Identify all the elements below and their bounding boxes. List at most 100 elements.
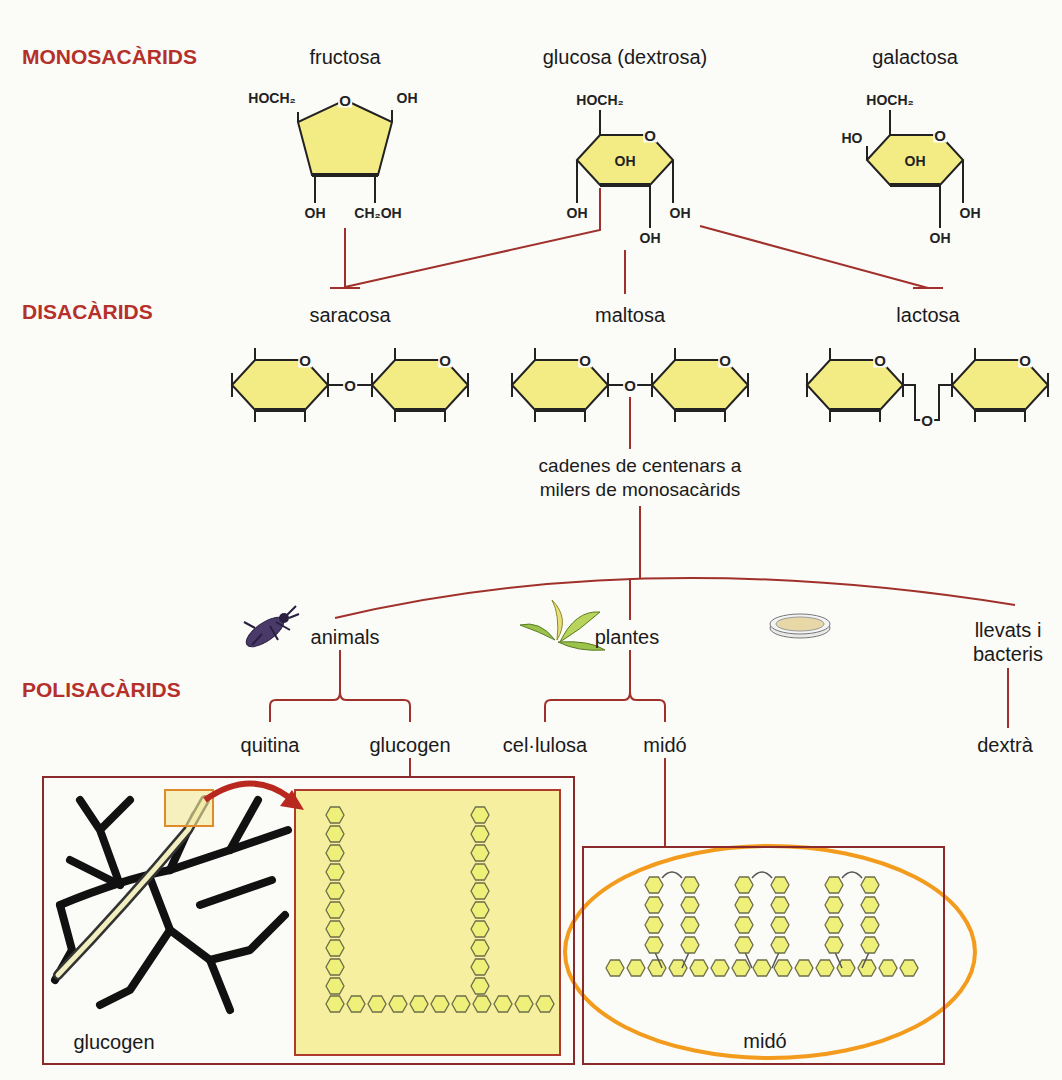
oxygen-label: O xyxy=(920,413,934,428)
glucose-unit xyxy=(452,996,470,1012)
glucose-unit xyxy=(816,960,834,976)
glucose-unit xyxy=(711,960,729,976)
category-heading: MONOSACÀRIDS xyxy=(22,45,197,69)
glucose-unit xyxy=(861,937,879,953)
glucose-unit xyxy=(326,959,344,975)
glucose-unit xyxy=(471,845,489,861)
glucose-unit xyxy=(368,996,386,1012)
atom-label: OH xyxy=(305,205,326,221)
glucose-unit xyxy=(326,996,344,1012)
glucose-unit xyxy=(410,996,428,1012)
glucose-unit xyxy=(861,877,879,893)
oxygen-label: O xyxy=(718,353,732,368)
glucose-unit xyxy=(471,978,489,994)
atom-label: HOCH₂ xyxy=(866,92,913,108)
glucose-unit xyxy=(690,960,708,976)
glucose-unit xyxy=(471,959,489,975)
glucose-unit xyxy=(389,996,407,1012)
glucose-unit xyxy=(825,897,843,913)
glucose-unit xyxy=(494,996,512,1012)
oxygen-label: O xyxy=(578,353,592,368)
glucose-unit xyxy=(471,940,489,956)
glucose-unit xyxy=(326,883,344,899)
glucose-unit xyxy=(471,883,489,899)
glucose-unit xyxy=(326,807,344,823)
glucose-unit xyxy=(900,960,918,976)
molecule-name: dextrà xyxy=(977,734,1033,757)
glucose-unit xyxy=(825,917,843,933)
atom-label: CH₂OH xyxy=(354,205,401,221)
glucose-unit xyxy=(326,864,344,880)
atom-label: OH xyxy=(397,90,418,106)
glucose-chain xyxy=(326,807,554,1012)
molecule-name: saracosa xyxy=(309,304,390,327)
glucose-unit xyxy=(627,960,645,976)
atom-label: HOCH₂ xyxy=(248,90,295,106)
molecule-name: fructosa xyxy=(309,46,380,69)
glucose-unit xyxy=(861,897,879,913)
glucose-unit xyxy=(326,826,344,842)
atom-label: OH xyxy=(960,205,981,221)
molecule-name: maltosa xyxy=(595,304,665,327)
glucose-unit xyxy=(326,845,344,861)
molecule-name: plantes xyxy=(595,626,660,649)
glucose-unit xyxy=(771,917,789,933)
atom-label: OH xyxy=(930,230,951,246)
glucose-unit xyxy=(735,917,753,933)
glucose-unit xyxy=(648,960,666,976)
glucose-unit xyxy=(753,960,771,976)
glucose-unit xyxy=(735,877,753,893)
molecule-name: quitina xyxy=(241,734,300,757)
atom-label: OH xyxy=(670,205,691,221)
oxygen-label: O xyxy=(438,353,452,368)
glucose-unit xyxy=(473,996,491,1012)
glucose-unit xyxy=(825,937,843,953)
category-heading: POLISACÀRIDS xyxy=(22,678,181,702)
organism-name: llevats i bacteris xyxy=(958,618,1058,666)
glucose-unit xyxy=(771,937,789,953)
glucose-unit xyxy=(645,937,663,953)
glucose-unit xyxy=(771,877,789,893)
atom-label: OH xyxy=(640,230,661,246)
glucose-unit xyxy=(879,960,897,976)
glucose-unit xyxy=(645,917,663,933)
atom-label: OH xyxy=(567,205,588,221)
glycogen-box: glucogen xyxy=(42,776,575,1065)
starch-chain xyxy=(606,872,918,976)
glucose-unit xyxy=(858,960,876,976)
glucose-unit xyxy=(861,917,879,933)
glucose-unit xyxy=(795,960,813,976)
atom-label: HOCH₂ xyxy=(576,92,623,108)
highlight-ellipse xyxy=(565,846,975,1058)
glucose-unit xyxy=(645,877,663,893)
oxygen-label: O xyxy=(933,128,947,143)
category-heading: DISACÀRIDS xyxy=(22,300,153,324)
glucose-unit xyxy=(735,937,753,953)
starch-box: midó xyxy=(582,846,945,1065)
petri-dish-icon xyxy=(770,614,830,638)
box-label: glucogen xyxy=(73,1031,154,1054)
glucose-unit xyxy=(347,996,365,1012)
glucose-unit xyxy=(735,897,753,913)
glucose-unit xyxy=(771,897,789,913)
glucose-unit xyxy=(536,996,554,1012)
glucose-unit xyxy=(681,877,699,893)
molecule-name: animals xyxy=(311,626,380,649)
atom-label: HO xyxy=(842,130,863,146)
glucose-unit xyxy=(326,940,344,956)
oxygen-label: O xyxy=(643,128,657,143)
molecule-name: cel·lulosa xyxy=(503,734,587,757)
oxygen-label: O xyxy=(338,93,352,108)
oxygen-label: O xyxy=(1018,353,1032,368)
atom-label: OH xyxy=(905,153,926,169)
oxygen-label: O xyxy=(298,353,312,368)
glucose-unit xyxy=(326,978,344,994)
chain-note: cadenes de centenars a milers de monosac… xyxy=(510,454,770,502)
glucose-unit xyxy=(326,902,344,918)
molecule-name: galactosa xyxy=(872,46,958,69)
glucose-unit xyxy=(471,826,489,842)
glucose-unit xyxy=(645,897,663,913)
glucose-unit xyxy=(681,917,699,933)
